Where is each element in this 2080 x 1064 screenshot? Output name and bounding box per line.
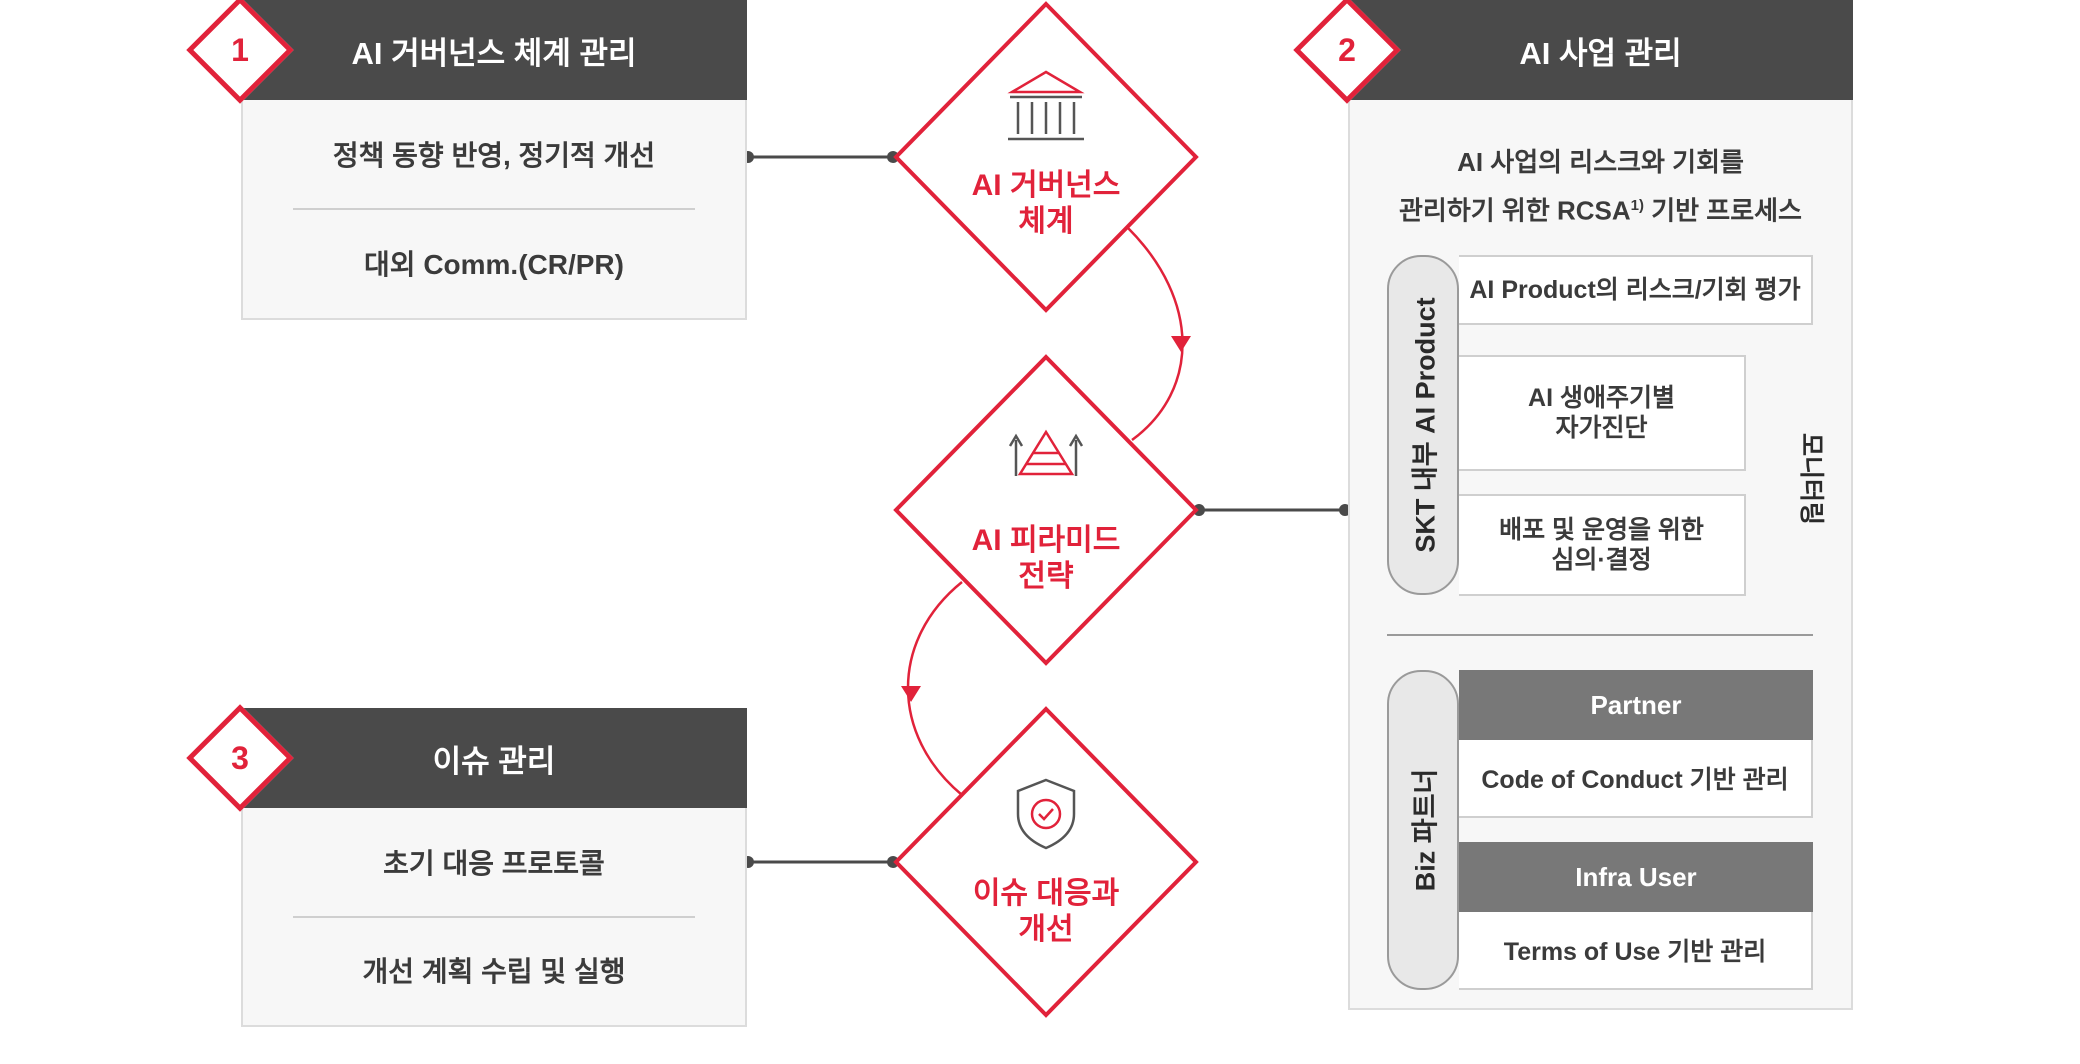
panel3-title: 이슈 관리: [432, 743, 556, 779]
diamond-label-issue: 이슈 대응과 개선: [972, 877, 1120, 946]
diamond-pyramid: [893, 354, 1199, 666]
biz-partner-label: Biz 파트너: [1410, 768, 1441, 892]
panel2-title: AI 사업 관리: [1519, 35, 1682, 71]
panel1-body: 정책 동향 반영, 정기적 개선 대외 Comm.(CR/PR): [241, 100, 747, 320]
partner-header: Partner: [1459, 670, 1813, 740]
panel1-number: 1: [231, 31, 249, 68]
infra-user-terms-of-use: Terms of Use 기반 관리: [1459, 912, 1813, 990]
panel1-item-comm: 대외 Comm.(CR/PR): [364, 248, 624, 280]
panel3-item-protocol: 초기 대응 프로토콜: [383, 848, 605, 879]
panel2-number: 2: [1338, 31, 1356, 68]
panel1-header: AI 거버넌스 체계 관리: [241, 0, 747, 100]
panel3-body: 초기 대응 프로토콜 개선 계획 수립 및 실행: [241, 808, 747, 1027]
panel3-divider: [293, 916, 695, 918]
panel3-item-plan: 개선 계획 수립 및 실행: [362, 956, 626, 987]
monitoring-label: 모니터링: [1797, 432, 1825, 525]
panel1-item-policy: 정책 동향 반영, 정기적 개선: [332, 140, 656, 171]
process-step-risk-assessment: AI Product의 리스크/기회 평가: [1459, 255, 1813, 325]
connector-panel3-diamond3: [742, 856, 899, 868]
panel2-header: AI 사업 관리: [1348, 0, 1853, 100]
panel2-intro: AI 사업의 리스크와 기회를 관리하기 위한 RCSA1) 기반 프로세스: [1399, 147, 1802, 226]
connector-panel1-diamond1: [742, 151, 899, 163]
skt-internal-label: SKT 내부 AI Product: [1410, 297, 1441, 553]
diamond-label-pyramid: AI 피라미드 전략: [971, 524, 1121, 593]
panel1-title: AI 거버넌스 체계 관리: [351, 35, 637, 71]
bank-building-icon: [1007, 70, 1085, 141]
diamond-governance: [893, 1, 1199, 313]
diamond-issue: [893, 706, 1199, 1018]
partner-code-of-conduct: Code of Conduct 기반 관리: [1459, 740, 1813, 818]
process-step-self-diagnosis: AI 생애주기별 자가진단: [1459, 355, 1746, 471]
infra-user-header: Infra User: [1459, 842, 1813, 912]
arrow-head-right: [1171, 336, 1191, 352]
shield-check-icon: [1016, 778, 1076, 850]
panel1-divider: [293, 208, 695, 210]
monitoring-label-box: 모니터링: [1758, 399, 1868, 558]
connector-diamond2-panel2: [1193, 504, 1351, 516]
skt-internal-pill: SKT 내부 AI Product: [1387, 255, 1459, 595]
curve-arrow-diamond1-to-diamond2: [1127, 227, 1184, 442]
diamond-label-governance: AI 거버넌스 체계: [971, 169, 1121, 238]
panel3-number: 3: [231, 739, 249, 776]
biz-partner-pill: Biz 파트너: [1387, 670, 1459, 990]
panel3-header: 이슈 관리: [241, 708, 747, 808]
arrow-head-left: [901, 686, 921, 702]
process-step-deliberation: 배포 및 운영을 위한 심의·결정: [1459, 494, 1746, 596]
pyramid-arrows-icon: [1008, 429, 1084, 476]
panel2-divider: [1387, 634, 1813, 636]
